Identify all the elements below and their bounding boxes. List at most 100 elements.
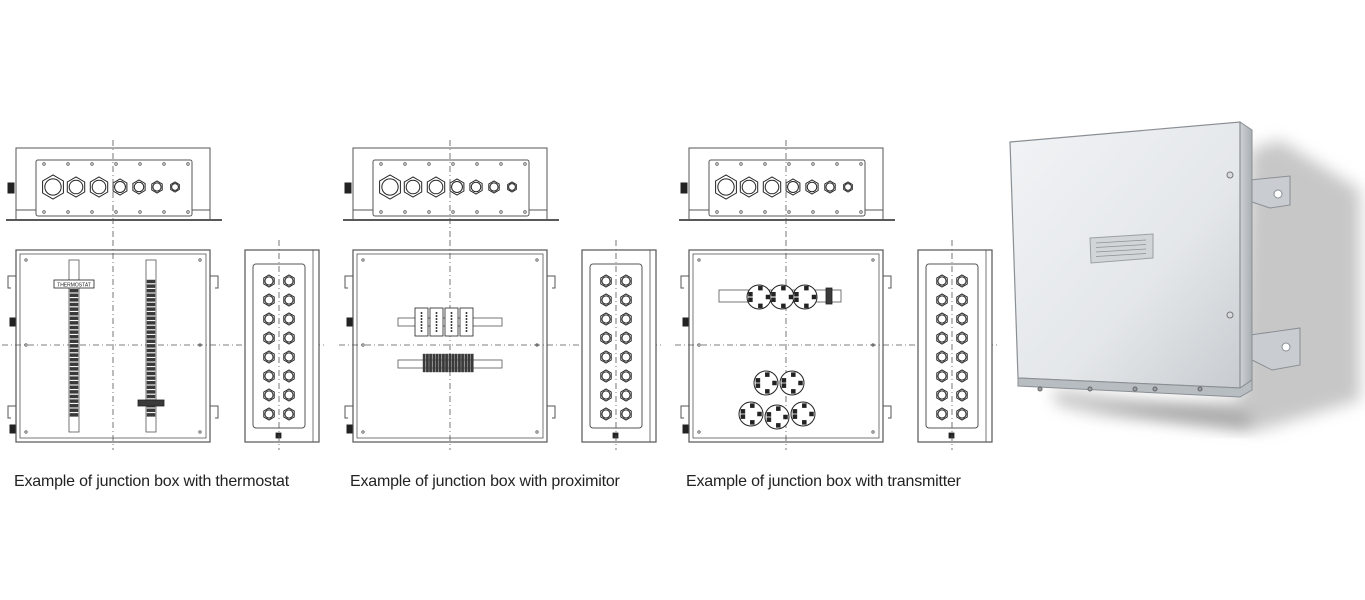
gland-bore [937, 390, 947, 400]
gland-bore [806, 181, 818, 193]
terminal-block [464, 353, 468, 373]
transmitter-head [790, 401, 816, 427]
gland-bore [601, 409, 611, 419]
door-screw [24, 430, 28, 434]
terminal-block [69, 288, 79, 293]
terminal-block [146, 302, 156, 307]
terminal-block [146, 325, 156, 330]
gland-bore [741, 179, 757, 195]
plate-screw [427, 210, 431, 214]
terminal-block [445, 353, 449, 373]
side-cable-gland [956, 388, 968, 402]
side-cable-gland [936, 388, 948, 402]
nameplate-text-line [1095, 248, 1147, 253]
transmitter-terminal [757, 411, 762, 417]
door-screw [1226, 171, 1234, 179]
transmitter-terminal [792, 414, 798, 419]
gland-bore [957, 295, 967, 305]
gland-bore [787, 181, 799, 193]
plate-screw [859, 210, 863, 214]
gland-bore [937, 371, 947, 381]
side-cable-gland [263, 293, 275, 307]
cable-gland [379, 174, 401, 200]
side-cable-gland [936, 274, 948, 288]
side-cable-gland [283, 331, 295, 345]
caption-thermostat: Example of junction box with thermostat [14, 473, 290, 490]
transmitter-terminal [771, 297, 776, 303]
plate-screw [403, 162, 407, 166]
plate-screw [114, 210, 118, 214]
side-cable-gland [620, 274, 632, 288]
door-screw [871, 258, 875, 262]
side-cable-gland [283, 274, 295, 288]
gland-bore [957, 352, 967, 362]
terminal-block [146, 367, 156, 371]
transmitter-terminal [740, 414, 746, 419]
plate-screw [739, 162, 743, 166]
drawing-svg-thermostat: THERMOSTAT [2, 140, 326, 450]
plate-screw [162, 162, 166, 166]
terminal-block [435, 353, 439, 373]
gland-bore [764, 179, 780, 195]
transmitter-terminal [791, 372, 796, 377]
gland-bore [621, 314, 631, 324]
side-cable-gland [600, 274, 612, 288]
gland-bore [621, 409, 631, 419]
terminal-block [69, 353, 79, 357]
bracket-left [680, 405, 689, 419]
side-cable-gland [956, 331, 968, 345]
transmitter-terminal [758, 303, 763, 309]
drawing-svg-proximitor [339, 140, 663, 450]
bracket-left [7, 405, 16, 419]
side-cable-gland [600, 350, 612, 364]
cable-gland [89, 176, 109, 198]
gland-bore [171, 183, 179, 191]
cable-gland [805, 179, 819, 195]
side-cable-gland [956, 293, 968, 307]
door-screw [535, 430, 539, 434]
terminal-block [69, 367, 79, 371]
plate-screw [379, 162, 383, 166]
plate-screw [835, 162, 839, 166]
plate-screw [787, 162, 791, 166]
transmitter-head [792, 284, 818, 310]
bracket-hole [1281, 342, 1291, 352]
transmitter-terminal [781, 378, 787, 383]
gland-bore [601, 390, 611, 400]
enclosure-photo [1000, 110, 1365, 440]
plate-screw [763, 162, 767, 166]
side-cable-gland [283, 293, 295, 307]
terminal-block [69, 293, 79, 298]
side-cable-gland [600, 331, 612, 345]
terminal-block [146, 334, 156, 339]
earth-stud [948, 432, 955, 439]
transmitter-terminal [804, 285, 809, 291]
gland-bore [957, 314, 967, 324]
gland-bore [621, 333, 631, 343]
transmitter-terminal [788, 294, 794, 300]
gland-bore [381, 178, 399, 196]
gland-bore [601, 295, 611, 305]
plate-screw [763, 210, 767, 214]
transmitter-terminal [776, 406, 781, 411]
terminal-block [146, 385, 156, 390]
side-cable-gland [936, 312, 948, 326]
cable-gland [151, 180, 163, 194]
gland-bore [601, 333, 611, 343]
gland-bore [844, 183, 852, 191]
terminal-block [146, 298, 156, 302]
transmitter-terminal [781, 303, 786, 309]
transmitter-terminal [811, 294, 817, 300]
terminal-block [69, 334, 79, 339]
terminal-block [69, 339, 79, 344]
cable-gland [762, 176, 782, 198]
bracket-right [547, 405, 556, 419]
gland-bore [621, 352, 631, 362]
gland-bore [825, 182, 835, 192]
terminal-block [454, 353, 458, 373]
plate-screw [451, 162, 455, 166]
terminal-block [69, 390, 79, 394]
gland-bore [284, 276, 294, 286]
hinge-symbol [346, 317, 353, 434]
transmitter-terminal [781, 285, 786, 291]
